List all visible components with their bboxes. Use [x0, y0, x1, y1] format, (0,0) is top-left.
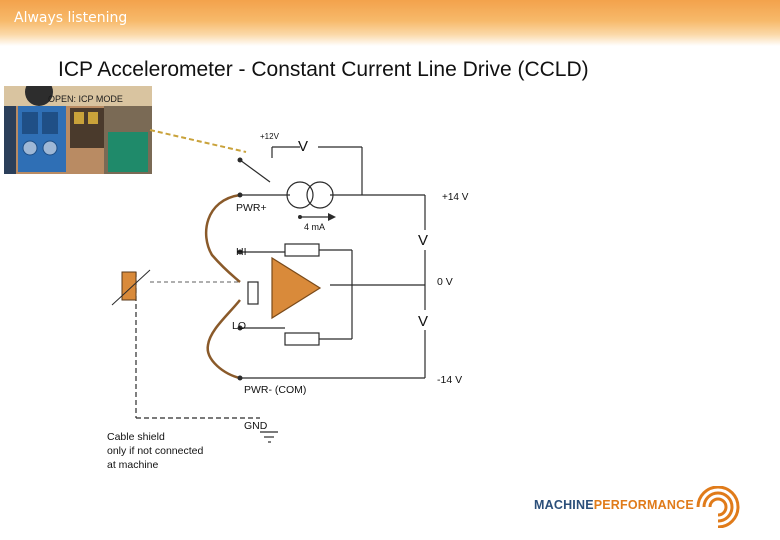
logo-swirl-inner [708, 497, 728, 517]
terminal-photo: OPEN: ICP MODE [4, 86, 152, 174]
voltmeter-low: V [418, 313, 429, 330]
sensor-element [121, 271, 137, 301]
label-hi: HI [236, 246, 247, 258]
sensor-arrow [111, 269, 151, 306]
header-tagline: Always listening [14, 10, 128, 26]
page-title: ICP Accelerometer - Constant Current Lin… [58, 58, 589, 81]
current-arrow-tail [298, 215, 302, 219]
logo-swirl-outer [696, 486, 740, 528]
terminal-hi [237, 249, 243, 255]
cable-hi [204, 193, 241, 283]
terminal-switch-top [237, 157, 243, 163]
company-logo [696, 486, 740, 528]
current-source-left [286, 181, 314, 209]
note-line-3: at machine [107, 459, 159, 471]
voltmeter-mid: V [418, 232, 429, 249]
logo-swirl-middle [702, 491, 734, 523]
cable-lo [206, 299, 241, 380]
photo-label: OPEN: ICP MODE [48, 94, 123, 104]
resistor-upper [284, 243, 320, 257]
terminal-lo [237, 325, 243, 331]
amplifier-triangle [271, 256, 322, 320]
resistor-input [247, 281, 259, 305]
note-line-2: only if not connected [107, 445, 204, 457]
label-current: 4 mA [304, 222, 326, 232]
terminal-pwr-plus [237, 192, 243, 198]
label-pwr-minus: PWR- (COM) [244, 384, 307, 396]
header-banner: Always listening [0, 0, 780, 46]
logo-text-performance: PERFORMANCE [593, 498, 694, 512]
logo-text-machine: MACHINE [534, 498, 594, 512]
pointer-dashed [149, 129, 247, 153]
switch-lever [239, 159, 271, 183]
label-pwr-plus: PWR+ [236, 202, 267, 214]
supply-label: +12V [260, 132, 279, 141]
voltmeter-top: V [298, 138, 309, 155]
label-zero-v: 0 V [437, 276, 453, 288]
note-line-1: Cable shield [107, 431, 165, 443]
label-gnd: GND [244, 420, 268, 432]
label-minus14: -14 V [437, 374, 463, 386]
label-plus14: +14 V [442, 192, 469, 203]
resistor-lower [284, 332, 320, 346]
terminal-pwr-minus [237, 375, 243, 381]
label-lo: LO [232, 320, 247, 332]
logo-text: MACHINEPERFORMANCE [534, 498, 694, 512]
shield-note: Cable shield only if not connected at ma… [107, 430, 203, 472]
current-source-right [306, 181, 334, 209]
current-arrow-head [328, 213, 336, 221]
